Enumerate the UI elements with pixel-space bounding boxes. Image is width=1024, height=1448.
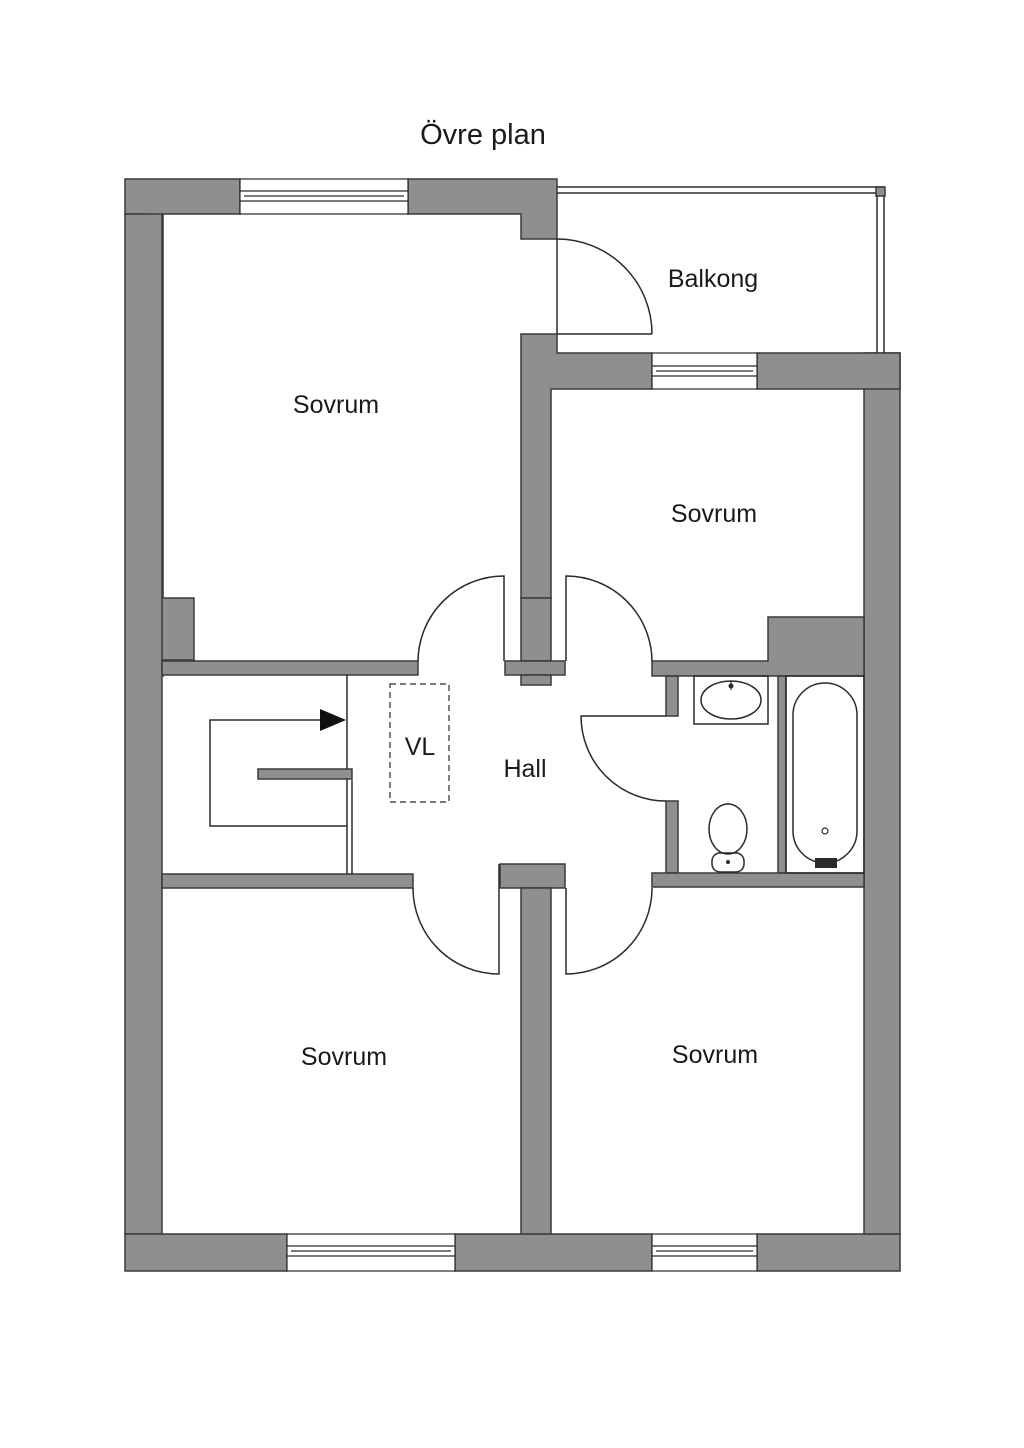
- room-label-bedroom-bottom-left: Sovrum: [301, 1043, 387, 1071]
- wall-bottom-right-bedroom-top: [651, 872, 865, 888]
- door-bottom-right-bedroom: [565, 887, 653, 975]
- wall-bottom-left: [124, 1233, 288, 1272]
- door-top-left-bedroom: [417, 575, 505, 662]
- window-top-right-bedroom: [651, 352, 758, 390]
- wall-bathroom-divider: [777, 675, 787, 874]
- staircase: [209, 675, 353, 874]
- outer-walls: [124, 178, 901, 1272]
- wall-top-left-bedroom-bottom: [161, 660, 419, 676]
- balcony: [556, 186, 886, 353]
- sink-icon: [693, 675, 769, 725]
- doors: [412, 575, 667, 975]
- wall-right: [863, 352, 901, 1235]
- room-label-bedroom-top-left: Sovrum: [293, 391, 379, 419]
- bathroom-fixtures: [693, 675, 865, 874]
- windows: [239, 178, 758, 1272]
- stair-direction-arrow: [320, 709, 346, 731]
- wall-between-top-bedrooms: [520, 597, 552, 662]
- wall-bottom-right: [756, 1233, 901, 1272]
- stair-handrail: [257, 768, 353, 780]
- door-bottom-left-bedroom: [412, 864, 500, 975]
- room-label-bedroom-top-right: Sovrum: [671, 500, 757, 528]
- bathtub-icon: [785, 675, 865, 874]
- window-bottom-right: [651, 1233, 758, 1272]
- wall-bathroom-left-upper: [665, 675, 679, 717]
- wall-left: [124, 213, 163, 1235]
- plan-title: Övre plan: [420, 119, 546, 151]
- wall-between-bottom-bedrooms: [520, 887, 552, 1235]
- door-top-right-bedroom: [565, 575, 653, 662]
- room-label-balcony: Balkong: [668, 265, 758, 293]
- window-top-left: [239, 178, 409, 215]
- closet-outline: [389, 683, 450, 803]
- wall-stub-bottom: [499, 863, 566, 889]
- door-bathroom: [580, 715, 667, 802]
- window-bottom-left: [286, 1233, 456, 1272]
- stair-path: [209, 719, 347, 827]
- room-label-hall: Hall: [503, 755, 546, 783]
- room-label-bedroom-bottom-right: Sovrum: [672, 1041, 758, 1069]
- wall-stub-top: [504, 660, 566, 676]
- wall-bathroom-left-lower: [665, 800, 679, 874]
- room-label-closet: VL: [405, 733, 436, 761]
- wall-bottom-center: [454, 1233, 653, 1272]
- wall-balcony-left: [520, 333, 653, 599]
- balcony-door-swing: [556, 238, 653, 335]
- wall-bottom-left-bedroom-top: [161, 873, 414, 889]
- wall-stub-top-inner: [520, 674, 552, 686]
- wall-top-center: [407, 178, 558, 240]
- toilet-icon: [708, 803, 748, 873]
- wall-top-right-bedroom-bottom: [651, 616, 865, 677]
- wall-top-right: [756, 352, 901, 390]
- interior-walls: [161, 597, 865, 1235]
